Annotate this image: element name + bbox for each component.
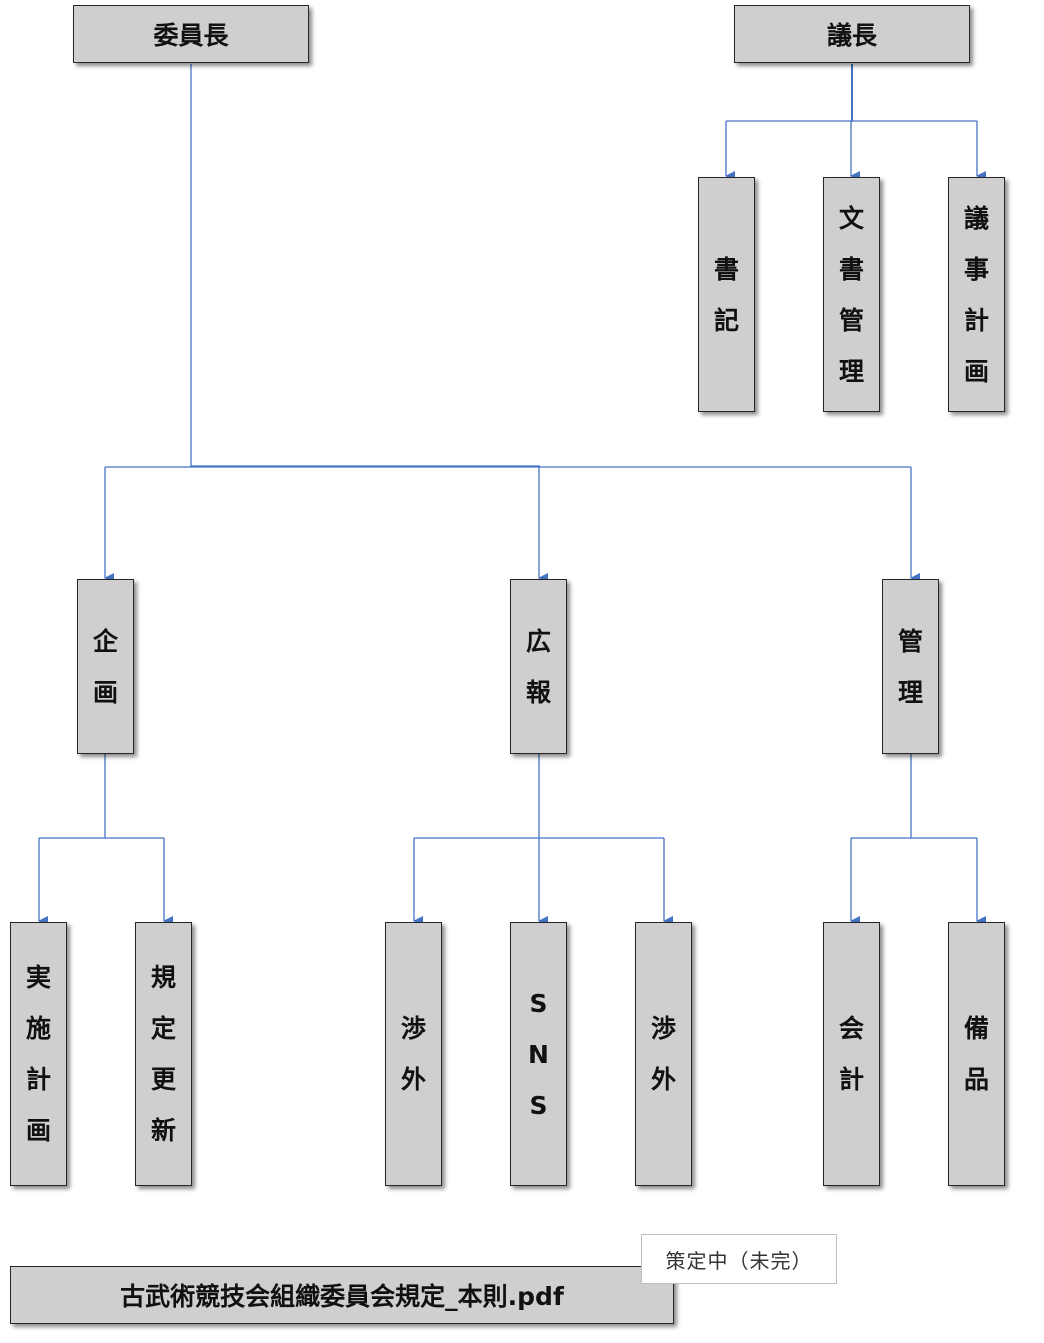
box-char: 画 xyxy=(92,677,118,707)
box-char: 実 xyxy=(25,963,51,992)
box-char: 理 xyxy=(838,356,864,386)
box-char: 広 xyxy=(525,626,551,656)
box-char: 議 xyxy=(963,203,989,233)
box-char: 文 xyxy=(838,203,864,233)
unit-external-relations-2: 渉外 xyxy=(635,922,692,1186)
box-char: 書 xyxy=(713,254,739,284)
box-char: 施 xyxy=(25,1014,51,1043)
chair-box: 委員長 xyxy=(73,5,309,63)
unit-equipment: 備品 xyxy=(948,922,1005,1186)
box-char: 渉 xyxy=(650,1014,676,1043)
document-title: 古武術競技会組織委員会規定_本則.pdf xyxy=(10,1266,674,1324)
unit-rules-update: 規定更新 xyxy=(135,922,192,1186)
box-char: 会 xyxy=(838,1014,864,1043)
box-char: 書 xyxy=(838,254,864,284)
box-char: 計 xyxy=(963,305,989,335)
box-char: 外 xyxy=(650,1065,676,1094)
unit-document-management: 文書管理 xyxy=(823,177,880,412)
box-char: 管 xyxy=(838,305,864,335)
dept-admin: 管理 xyxy=(882,579,939,754)
speaker-box: 議長 xyxy=(734,5,970,63)
dept-planning: 企画 xyxy=(77,579,134,754)
box-char: S xyxy=(529,1090,548,1120)
box-char: 企 xyxy=(92,626,118,656)
box-char: 規 xyxy=(150,963,176,992)
box-char: 定 xyxy=(150,1014,176,1043)
box-char: 新 xyxy=(150,1116,176,1145)
box-char: 渉 xyxy=(400,1014,426,1043)
box-char: 画 xyxy=(25,1116,51,1145)
box-char: 画 xyxy=(963,356,989,386)
status-note: 策定中（未完） xyxy=(641,1234,837,1284)
box-char: 事 xyxy=(963,254,989,284)
box-char: S xyxy=(529,988,548,1018)
box-char: N xyxy=(528,1039,549,1069)
dept-pr: 広報 xyxy=(510,579,567,754)
box-char: 計 xyxy=(25,1065,51,1094)
unit-accounting: 会計 xyxy=(823,922,880,1186)
box-char: 外 xyxy=(400,1065,426,1094)
box-char: 記 xyxy=(713,305,739,335)
box-char: 計 xyxy=(838,1065,864,1094)
unit-external-relations-1: 渉外 xyxy=(385,922,442,1186)
unit-implementation-plan: 実施計画 xyxy=(10,922,67,1186)
box-char: 管 xyxy=(897,626,923,656)
box-char: 備 xyxy=(963,1014,989,1043)
box-char: 品 xyxy=(963,1065,989,1094)
box-char: 理 xyxy=(897,677,923,707)
unit-agenda-planning: 議事計画 xyxy=(948,177,1005,412)
box-char: 更 xyxy=(150,1065,176,1094)
box-char: 報 xyxy=(525,677,551,707)
unit-secretary: 書記 xyxy=(698,177,755,412)
